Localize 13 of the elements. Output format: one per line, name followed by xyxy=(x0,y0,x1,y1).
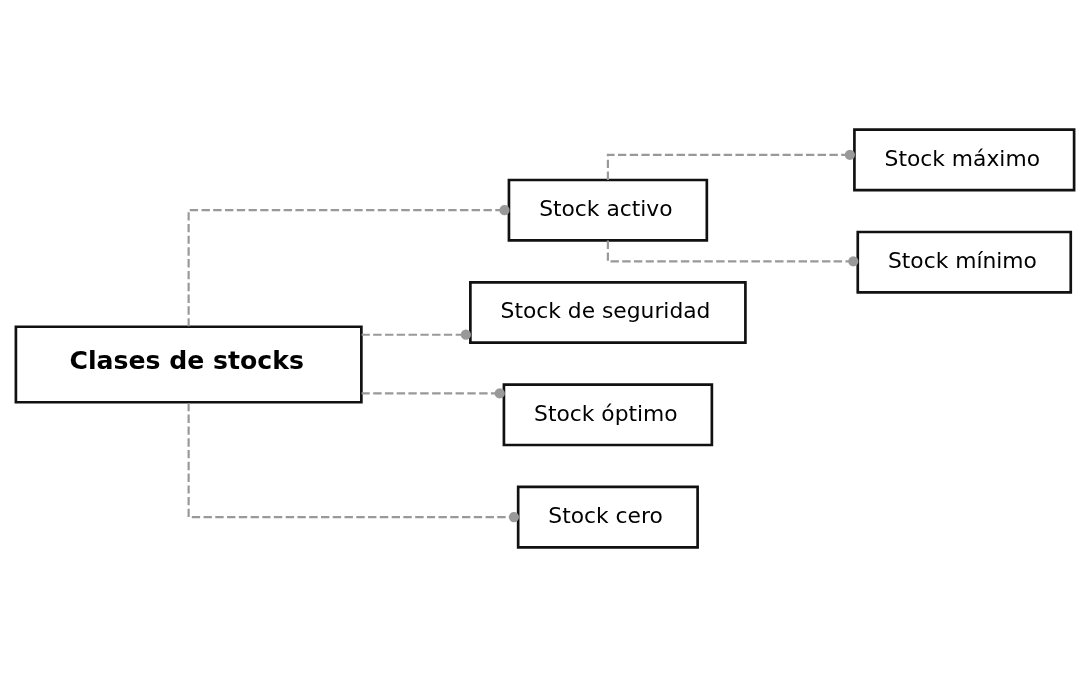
node-box: Stock de seguridad xyxy=(469,281,747,345)
node-box: Stock óptimo xyxy=(502,383,714,447)
node-box: Stock máximo xyxy=(853,128,1076,192)
node-box: Stock cero xyxy=(516,485,699,549)
node-box: Stock activo xyxy=(507,178,709,242)
node-box: Stock mínimo xyxy=(856,230,1073,294)
connector xyxy=(606,149,856,180)
connector xyxy=(187,205,510,327)
node-box: Clases de stocks xyxy=(14,325,363,404)
connector xyxy=(361,388,505,399)
connector xyxy=(361,329,471,340)
connector xyxy=(606,240,859,267)
connector xyxy=(187,403,520,523)
